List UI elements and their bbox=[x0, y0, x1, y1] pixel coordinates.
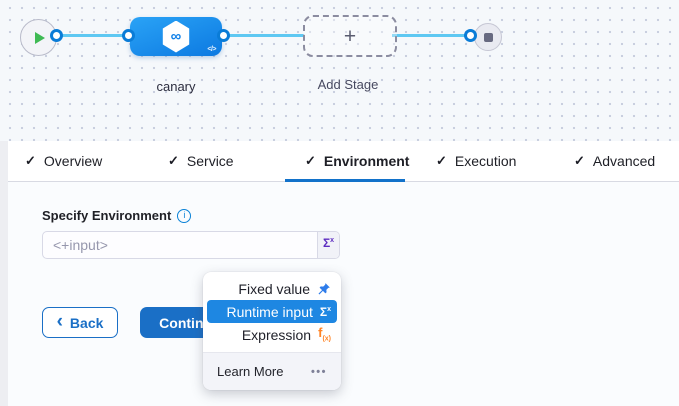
specify-environment-label: Specify Environment bbox=[42, 208, 172, 223]
add-stage-button[interactable]: + bbox=[303, 15, 397, 57]
connector-port bbox=[122, 29, 135, 42]
tab-execution[interactable]: ✓ Execution bbox=[436, 141, 516, 181]
code-icon: </> bbox=[207, 46, 216, 53]
menu-item-expression[interactable]: Expression f(x) bbox=[207, 323, 337, 346]
connector-port bbox=[50, 29, 63, 42]
specify-environment-row: Specify Environment i bbox=[42, 208, 192, 223]
play-icon bbox=[35, 31, 45, 44]
info-icon[interactable]: i bbox=[177, 208, 192, 223]
tab-label: Execution bbox=[454, 153, 517, 169]
deploy-hexagon-icon: ∞ bbox=[162, 20, 190, 53]
pipeline-end-node bbox=[474, 23, 502, 51]
tab-environment[interactable]: ✓ Environment bbox=[305, 141, 409, 181]
check-icon: ✓ bbox=[436, 153, 447, 168]
chevron-left-icon: ‹ bbox=[56, 311, 63, 332]
check-icon: ✓ bbox=[574, 153, 585, 168]
tab-overview[interactable]: ✓ Overview bbox=[25, 141, 102, 181]
back-button[interactable]: ‹ Back bbox=[42, 307, 118, 338]
tab-label: Overview bbox=[43, 153, 103, 169]
back-button-label: Back bbox=[69, 314, 104, 331]
input-type-menu-items: Fixed value Runtime input Σx Expression … bbox=[203, 272, 341, 352]
tab-advanced[interactable]: ✓ Advanced bbox=[574, 141, 655, 181]
input-type-selector-button[interactable]: Σx bbox=[317, 232, 339, 258]
stage-node-canary[interactable]: ∞ </> bbox=[130, 17, 222, 56]
menu-item-label: Fixed value bbox=[238, 280, 310, 297]
check-icon: ✓ bbox=[305, 153, 316, 168]
menu-item-label: Runtime input bbox=[226, 303, 313, 320]
stage-label: canary bbox=[156, 79, 196, 94]
active-tab-underline bbox=[285, 179, 405, 182]
plus-icon: + bbox=[343, 24, 357, 48]
stop-icon bbox=[483, 32, 493, 42]
check-icon: ✓ bbox=[168, 153, 179, 168]
connector-line bbox=[222, 34, 304, 37]
connector-line bbox=[392, 34, 469, 37]
add-stage-label: Add Stage bbox=[317, 77, 379, 92]
tab-label: Environment bbox=[323, 153, 410, 169]
runtime-input-icon: Σx bbox=[322, 236, 335, 250]
expression-icon: f(x) bbox=[318, 325, 331, 343]
tab-label: Advanced bbox=[592, 153, 656, 169]
menu-item-runtime-input[interactable]: Runtime input Σx bbox=[207, 300, 337, 323]
connector-port bbox=[464, 29, 477, 42]
menu-item-label: Expression bbox=[241, 326, 312, 343]
stage-tabbar: ✓ Overview ✓ Service ✓ Environment ✓ Exe… bbox=[8, 141, 679, 182]
check-icon: ✓ bbox=[25, 153, 36, 168]
connector-line bbox=[55, 34, 131, 37]
pipeline-canvas[interactable]: ∞ </> + canary Add Stage bbox=[0, 0, 679, 141]
infinity-icon: ∞ bbox=[170, 28, 182, 45]
learn-more-link[interactable]: Learn More bbox=[217, 364, 284, 379]
menu-footer: Learn More ••• bbox=[203, 352, 341, 390]
input-type-menu: Fixed value Runtime input Σx Expression … bbox=[203, 272, 341, 390]
connector-port bbox=[217, 29, 230, 42]
more-options-icon[interactable]: ••• bbox=[310, 365, 327, 378]
environment-input[interactable] bbox=[43, 232, 317, 258]
environment-tab-panel: Specify Environment i Σx ‹ Back Continue bbox=[8, 182, 679, 406]
pin-icon bbox=[317, 282, 331, 296]
runtime-input-icon: Σx bbox=[319, 304, 331, 319]
tab-label: Service bbox=[186, 153, 234, 169]
environment-input-group: Σx bbox=[42, 231, 340, 259]
menu-item-fixed-value[interactable]: Fixed value bbox=[207, 277, 337, 300]
tab-service[interactable]: ✓ Service bbox=[168, 141, 234, 181]
